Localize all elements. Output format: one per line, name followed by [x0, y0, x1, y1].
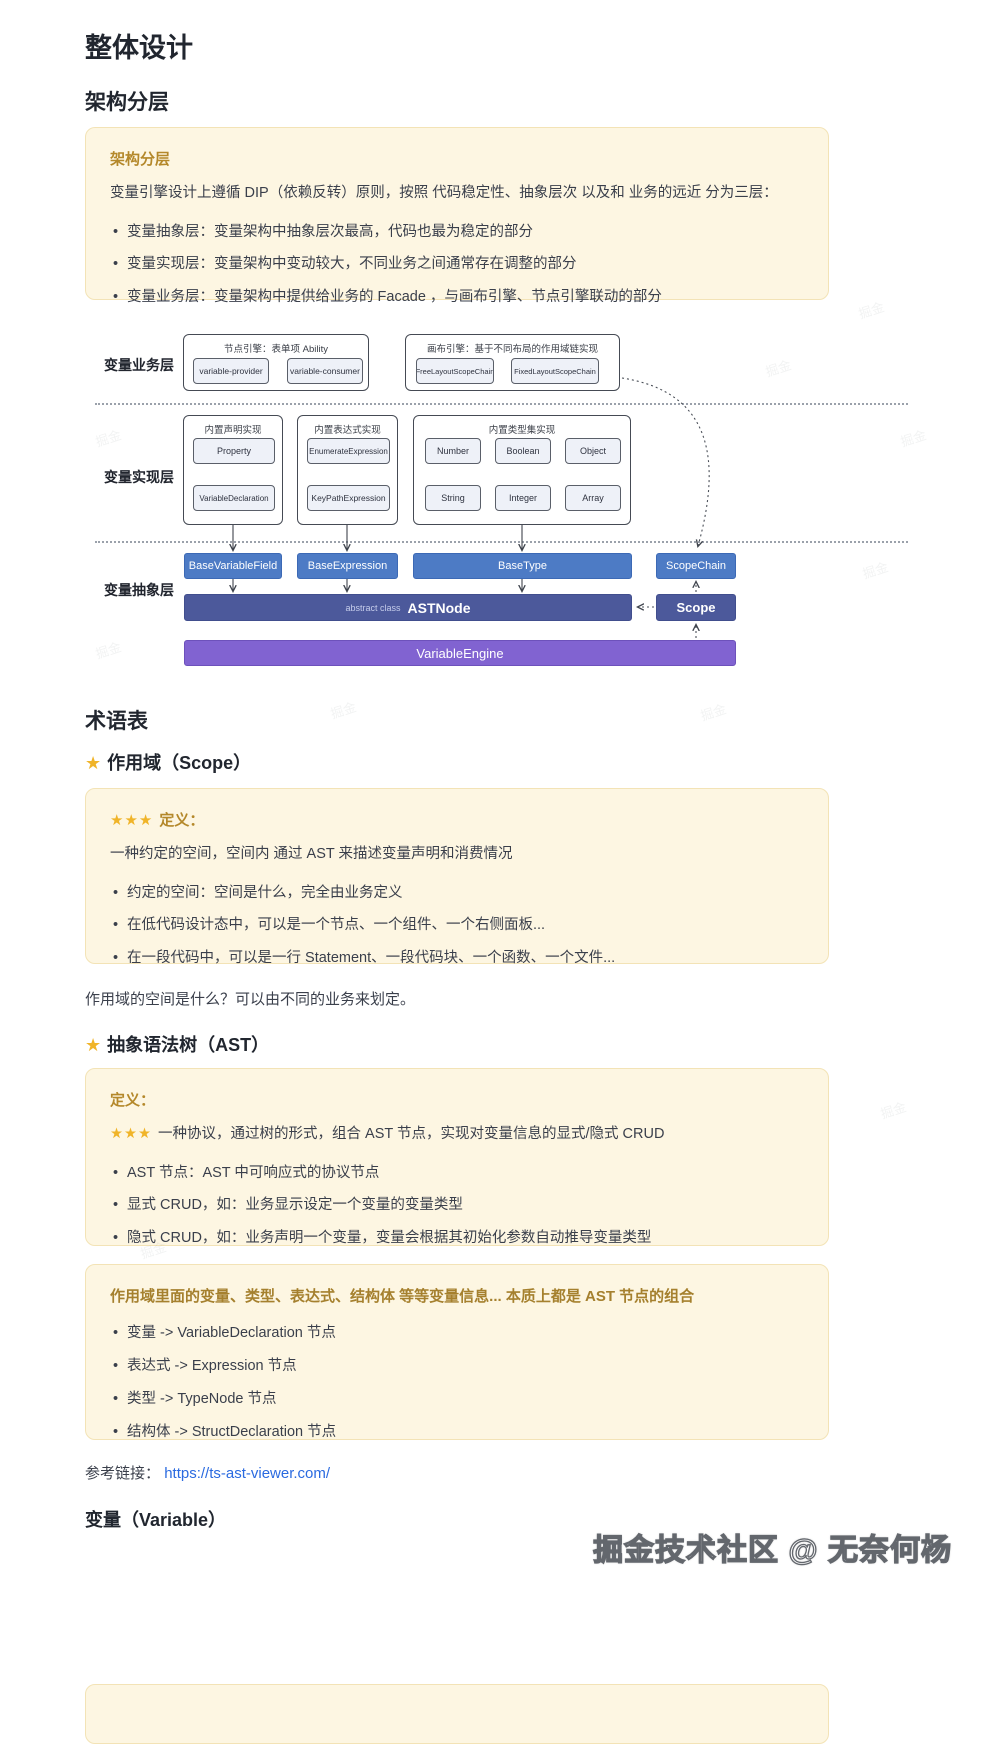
- diagram-node-astnode: abstract class ASTNode: [184, 594, 632, 621]
- ast-definition-callout: 定义： ★★★一种协议，通过树的形式，组合 AST 节点，实现对变量信息的显式/…: [85, 1068, 829, 1249]
- list-item: 在低代码设计态中，可以是一个节点、一个组件、一个右侧面板...: [110, 916, 804, 935]
- callout-title: 定义：: [110, 1092, 156, 1109]
- three-stars-icon: ★★★: [110, 812, 154, 829]
- group-caption: 内置表达式实现: [314, 425, 381, 436]
- diagram-node-object: Object: [565, 438, 621, 464]
- list-item: 隐式 CRUD，如：业务声明一个变量，变量会根据其初始化参数自动推导变量类型: [110, 1229, 804, 1248]
- three-stars-icon: ★★★: [110, 1126, 152, 1142]
- layer-label-implementation: 变量实现层: [104, 469, 174, 485]
- group-caption: 内置声明实现: [204, 425, 262, 436]
- faint-watermark: 掘金: [878, 1099, 909, 1122]
- page-title: 整体设计: [85, 33, 193, 63]
- diagram-node-basevariablefield: BaseVariableField: [184, 553, 282, 579]
- list-item: 变量抽象层：变量架构中抽象层次最高，代码也最为稳定的部分: [110, 223, 804, 242]
- variable-callout-partial: [85, 1684, 829, 1744]
- diagram-node-fixedlayoutscopechain: FixedLayoutScopeChain: [511, 358, 599, 384]
- diagram-node-scope: Scope: [656, 594, 736, 621]
- section-heading-glossary: 术语表: [85, 710, 148, 733]
- diagram-group-declarations: 内置声明实现 Property VariableDeclaration: [183, 415, 283, 525]
- callout-bullet-list: 变量 -> VariableDeclaration 节点 表达式 -> Expr…: [110, 1324, 804, 1441]
- faint-watermark: 掘金: [698, 701, 729, 724]
- diagram-node-number: Number: [425, 438, 481, 464]
- callout-title: 架构分层: [110, 151, 171, 168]
- astnode-label: ASTNode: [407, 599, 471, 616]
- section-heading-scope: ★作用域（Scope）: [85, 749, 251, 775]
- list-item: 结构体 -> StructDeclaration 节点: [110, 1423, 804, 1442]
- callout-intro: 变量引擎设计上遵循 DIP（依赖反转）原则，按照 代码稳定性、抽象层次 以及和 …: [110, 185, 778, 201]
- layer-label-business: 变量业务层: [104, 357, 174, 373]
- group-caption: 内置类型集实现: [488, 425, 556, 436]
- list-item: 约定的空间：空间是什么，完全由业务定义: [110, 884, 804, 903]
- diagram-node-scopechain: ScopeChain: [656, 553, 736, 579]
- diagram-group-node-engine: 节点引擎：表单项 Ability variable-provider varia…: [183, 334, 369, 391]
- diagram-node-baseexpression: BaseExpression: [297, 553, 398, 579]
- star-icon: ★: [85, 1035, 102, 1055]
- section-heading-architecture: 架构分层: [85, 91, 169, 114]
- layer-divider: [95, 403, 908, 405]
- list-item: 变量业务层：变量架构中提供给业务的 Facade ，与画布引擎、节点引擎联动的部…: [110, 288, 804, 307]
- diagram-node-integer: Integer: [495, 485, 551, 511]
- diagram-group-expressions: 内置表达式实现 EnumerateExpression KeyPathExpre…: [297, 415, 398, 525]
- architecture-callout: 架构分层 变量引擎设计上遵循 DIP（依赖反转）原则，按照 代码稳定性、抽象层次…: [85, 127, 829, 307]
- scope-note: 作用域的空间是什么？可以由不同的业务来划定。: [85, 991, 416, 1008]
- astnode-modifier: abstract class: [345, 602, 401, 613]
- ast-composition-callout: 作用域里面的变量、类型、表达式、结构体 等等变量信息... 本质上都是 AST …: [85, 1264, 829, 1441]
- diagram-node-variable-provider: variable-provider: [193, 358, 269, 384]
- group-caption: 节点引擎：表单项 Ability: [224, 344, 328, 355]
- scope-heading-text: 作用域（Scope）: [107, 753, 252, 773]
- faint-watermark: 掘金: [328, 699, 359, 722]
- list-item: 变量 -> VariableDeclaration 节点: [110, 1324, 804, 1343]
- faint-watermark: 掘金: [856, 299, 887, 322]
- diagram-node-keypathexpression: KeyPathExpression: [307, 485, 390, 511]
- callout-intro: 一种约定的空间，空间内 通过 AST 来描述变量声明和消费情况: [110, 846, 513, 862]
- callout-bullet-list: 约定的空间：空间是什么，完全由业务定义 在低代码设计态中，可以是一个节点、一个组…: [110, 884, 804, 969]
- callout-title: 作用域里面的变量、类型、表达式、结构体 等等变量信息... 本质上都是 AST …: [110, 1288, 695, 1305]
- diagram-node-property: Property: [193, 438, 275, 464]
- diagram-node-string: String: [425, 485, 481, 511]
- diagram-node-basetype: BaseType: [413, 553, 632, 579]
- diagram-group-types: 内置类型集实现 Number Boolean Object String Int…: [413, 415, 631, 525]
- scope-definition-callout: ★★★定义： 一种约定的空间，空间内 通过 AST 来描述变量声明和消费情况 约…: [85, 788, 829, 968]
- diagram-node-variable-consumer: variable-consumer: [287, 358, 363, 384]
- diagram-node-boolean: Boolean: [495, 438, 551, 464]
- diagram-node-variableengine: VariableEngine: [184, 640, 736, 666]
- list-item: AST 节点：AST 中可响应式的协议节点: [110, 1164, 804, 1183]
- callout-bullet-list: AST 节点：AST 中可响应式的协议节点 显式 CRUD，如：业务显示设定一个…: [110, 1164, 804, 1249]
- callout-intro: ★★★一种协议，通过树的形式，组合 AST 节点，实现对变量信息的显式/隐式 C…: [110, 1126, 665, 1142]
- layer-divider: [95, 541, 908, 543]
- diagram-node-array: Array: [565, 485, 621, 511]
- layer-label-abstraction: 变量抽象层: [104, 582, 174, 598]
- reference-label: 参考链接：: [85, 1465, 161, 1482]
- diagram-group-canvas-engine: 画布引擎：基于不同布局的作用域链实现 FreeLayoutScopeChain …: [405, 334, 620, 391]
- diagram-node-freelayoutscopechain: FreeLayoutScopeChain: [416, 358, 494, 384]
- list-item: 显式 CRUD，如：业务显示设定一个变量的变量类型: [110, 1196, 804, 1215]
- diagram-node-enumerateexpression: EnumerateExpression: [307, 438, 390, 464]
- list-item: 表达式 -> Expression 节点: [110, 1357, 804, 1376]
- section-heading-ast: ★抽象语法树（AST）: [85, 1031, 269, 1057]
- reference-link[interactable]: https://ts-ast-viewer.com/: [164, 1465, 331, 1482]
- callout-title: ★★★定义：: [110, 812, 205, 829]
- reference-line: 参考链接： https://ts-ast-viewer.com/: [85, 1462, 330, 1483]
- list-item: 在一段代码中，可以是一行 Statement、一段代码块、一个函数、一个文件..…: [110, 949, 804, 968]
- list-item: 变量实现层：变量架构中变动较大，不同业务之间通常存在调整的部分: [110, 255, 804, 274]
- section-heading-variable: 变量（Variable）: [85, 1510, 227, 1530]
- diagram-node-variabledeclaration: VariableDeclaration: [193, 485, 275, 511]
- callout-bullet-list: 变量抽象层：变量架构中抽象层次最高，代码也最为稳定的部分 变量实现层：变量架构中…: [110, 223, 804, 308]
- community-watermark: 掘金技术社区 @ 无奈何杨: [592, 1533, 952, 1567]
- ast-heading-text: 抽象语法树（AST）: [107, 1035, 270, 1055]
- list-item: 类型 -> TypeNode 节点: [110, 1390, 804, 1409]
- star-icon: ★: [85, 753, 102, 773]
- architecture-diagram: 变量业务层 变量实现层 变量抽象层 节点引擎：表单项 Ability varia…: [0, 330, 1000, 682]
- group-caption: 画布引擎：基于不同布局的作用域链实现: [426, 344, 598, 355]
